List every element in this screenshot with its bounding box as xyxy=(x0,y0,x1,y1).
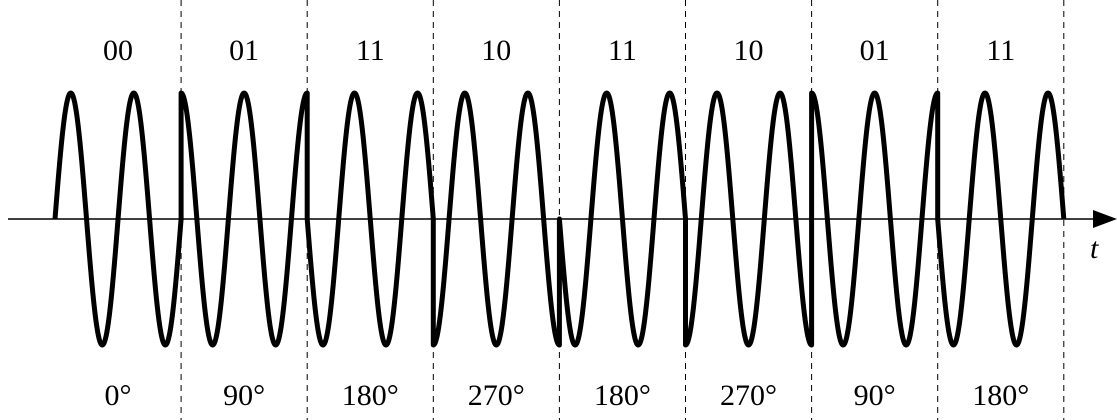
phase-labels: 0° 90° 180° 270° 180° 270° 90° 180° xyxy=(105,379,1030,412)
phase-label: 90° xyxy=(854,379,896,412)
carrier-waveform-group xyxy=(52,90,1067,348)
phase-label: 180° xyxy=(342,379,399,412)
time-axis: t xyxy=(8,210,1117,265)
phase-label: 180° xyxy=(594,379,651,412)
bit-pair-label: 01 xyxy=(229,34,259,67)
bit-pair-label: 10 xyxy=(481,34,511,67)
phase-label: 180° xyxy=(972,379,1029,412)
bit-pair-label: 10 xyxy=(734,34,764,67)
bit-pair-label: 01 xyxy=(860,34,890,67)
bit-pair-label: 11 xyxy=(608,34,637,67)
time-axis-label: t xyxy=(1090,232,1099,265)
phase-label: 0° xyxy=(105,379,132,412)
time-axis-arrowhead xyxy=(1093,210,1117,228)
bit-pair-label: 11 xyxy=(356,34,385,67)
phase-label: 270° xyxy=(720,379,777,412)
carrier-waveform xyxy=(52,90,1067,348)
bit-pair-label: 11 xyxy=(986,34,1015,67)
bit-pair-labels: 00 01 11 10 11 10 01 11 xyxy=(103,34,1015,67)
phase-label: 90° xyxy=(223,379,265,412)
phase-label: 270° xyxy=(468,379,525,412)
bit-pair-label: 00 xyxy=(103,34,133,67)
